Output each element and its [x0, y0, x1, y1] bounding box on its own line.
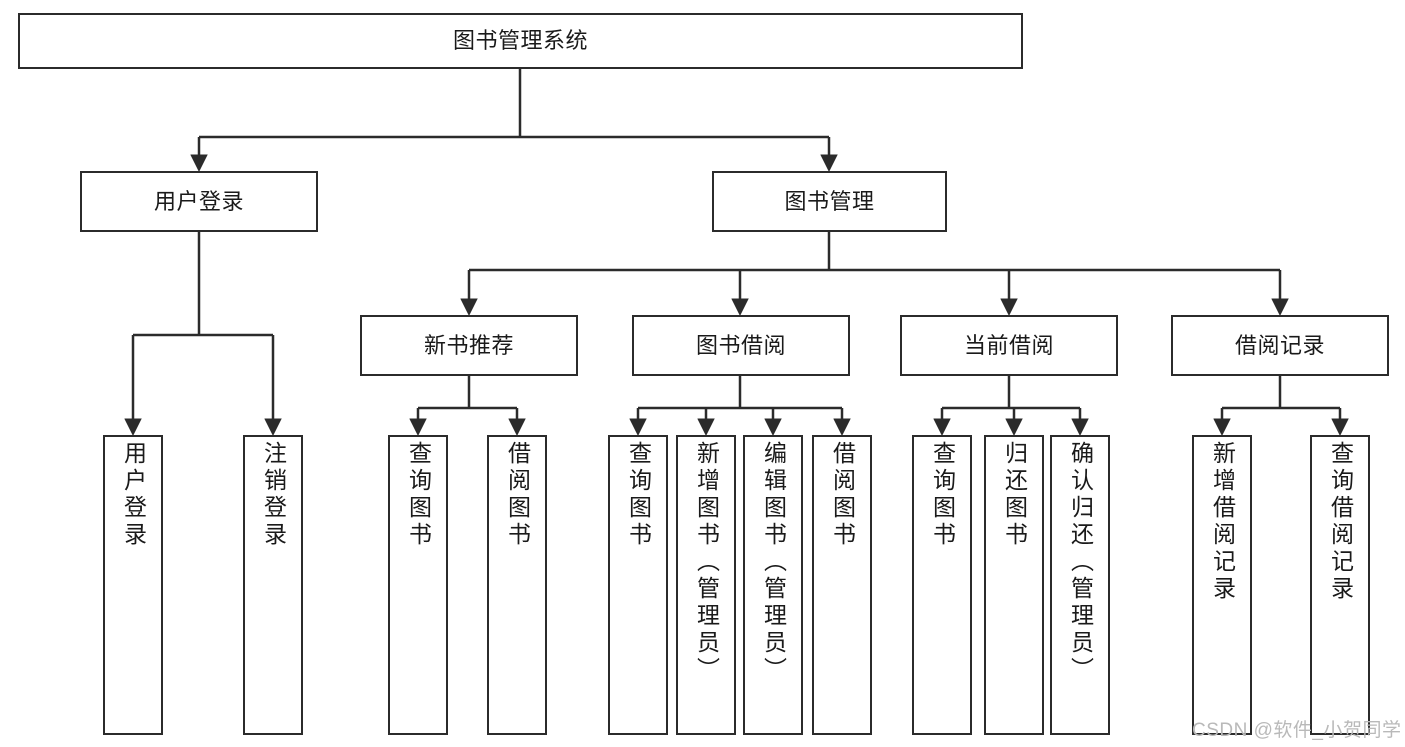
node-leaf-query-borrow-record[interactable]: 查询借阅记录 — [1310, 435, 1370, 735]
node-label: 新书推荐 — [423, 332, 514, 358]
watermark: CSDN @软件_小贺同学 — [1192, 720, 1402, 741]
node-label: 编辑图书（管理员） — [760, 441, 787, 684]
node-leaf-user-logout[interactable]: 注销登录 — [243, 435, 303, 735]
node-leaf-return-book[interactable]: 归还图书 — [984, 435, 1044, 735]
node-current-borrow[interactable]: 当前借阅 — [900, 315, 1118, 376]
node-label: 确认归还（管理员） — [1067, 441, 1094, 684]
node-leaf-user-login[interactable]: 用户登录 — [103, 435, 163, 735]
node-leaf-borrow-book-1[interactable]: 借阅图书 — [487, 435, 547, 735]
node-leaf-confirm-return-admin[interactable]: 确认归还（管理员） — [1050, 435, 1110, 735]
node-leaf-query-book-2[interactable]: 查询图书 — [608, 435, 668, 735]
node-label: 查询图书 — [405, 441, 432, 549]
node-root[interactable]: 图书管理系统 — [18, 13, 1023, 69]
node-label: 用户登录 — [153, 188, 244, 214]
node-label: 借阅记录 — [1234, 332, 1325, 358]
node-label: 当前借阅 — [963, 332, 1054, 358]
node-label: 注销登录 — [260, 441, 287, 549]
node-leaf-query-book-1[interactable]: 查询图书 — [388, 435, 448, 735]
node-label: 查询图书 — [929, 441, 956, 549]
node-label: 图书管理系统 — [452, 28, 588, 54]
node-label: 图书管理 — [784, 188, 875, 214]
node-label: 查询图书 — [625, 441, 652, 549]
node-leaf-query-book-3[interactable]: 查询图书 — [912, 435, 972, 735]
node-leaf-borrow-book-2[interactable]: 借阅图书 — [812, 435, 872, 735]
node-label: 借阅图书 — [504, 441, 531, 549]
node-label: 用户登录 — [120, 441, 147, 549]
node-new-book-recommend[interactable]: 新书推荐 — [360, 315, 578, 376]
node-book-manage[interactable]: 图书管理 — [712, 171, 947, 232]
node-leaf-edit-book-admin[interactable]: 编辑图书（管理员） — [743, 435, 803, 735]
node-label: 归还图书 — [1001, 441, 1028, 549]
node-user-login[interactable]: 用户登录 — [80, 171, 318, 232]
node-label: 新增借阅记录 — [1209, 441, 1236, 603]
node-label: 新增图书（管理员） — [693, 441, 720, 684]
node-book-borrow[interactable]: 图书借阅 — [632, 315, 850, 376]
node-label: 借阅图书 — [829, 441, 856, 549]
node-label: 查询借阅记录 — [1327, 441, 1354, 603]
node-label: 图书借阅 — [695, 332, 786, 358]
node-borrow-record[interactable]: 借阅记录 — [1171, 315, 1389, 376]
node-leaf-add-book-admin[interactable]: 新增图书（管理员） — [676, 435, 736, 735]
node-leaf-add-borrow-record[interactable]: 新增借阅记录 — [1192, 435, 1252, 735]
